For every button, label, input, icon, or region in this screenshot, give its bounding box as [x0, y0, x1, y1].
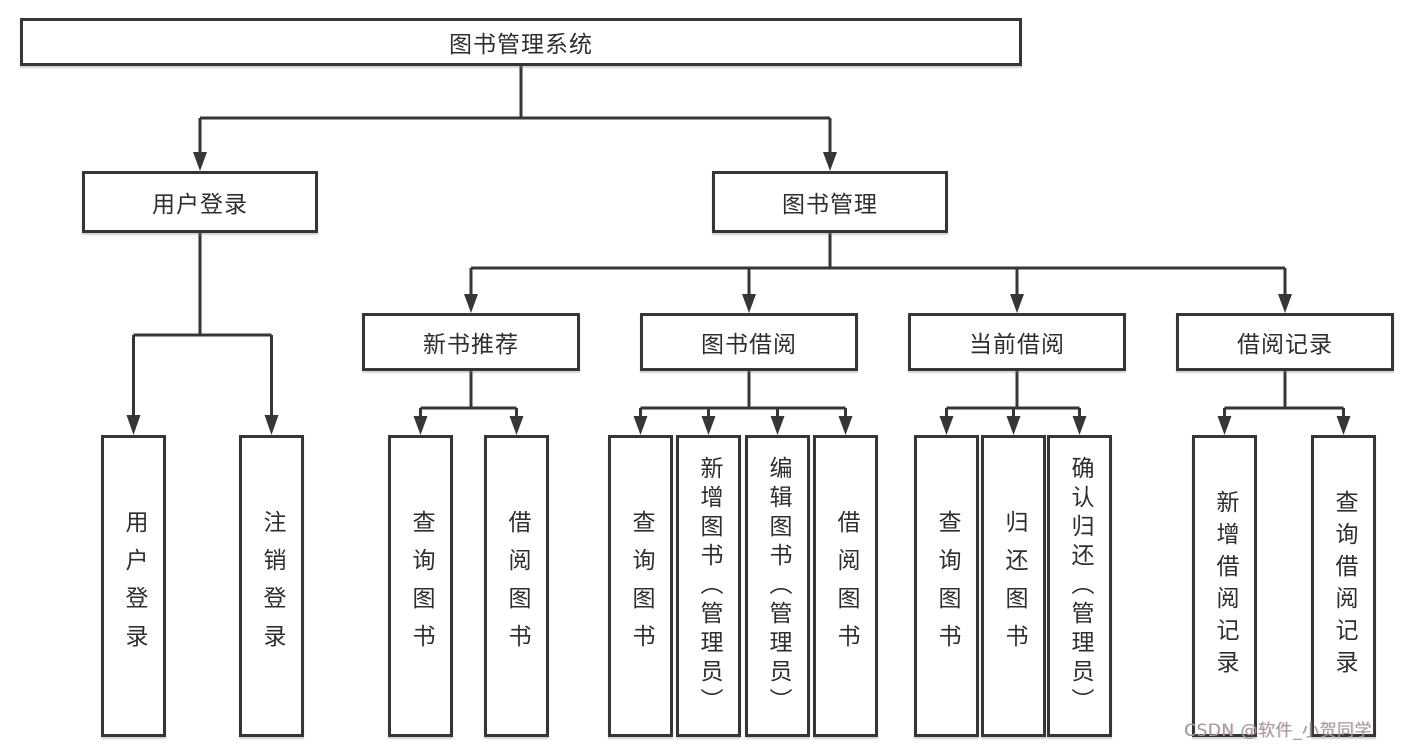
csdn-watermark: CSDN @软件_小贺同学 — [1184, 721, 1372, 741]
node-label: 新增图书（管理员） — [696, 455, 722, 717]
leaf-confirm-return-admin: 确认归还（管理员） — [1047, 435, 1112, 737]
node-label: 查询借阅记录 — [1331, 490, 1357, 682]
node-label: 归还图书 — [1001, 510, 1027, 662]
node-system-root: 图书管理系统 — [20, 18, 1022, 66]
leaf-user-login: 用户登录 — [101, 435, 166, 737]
node-label: 当前借阅 — [969, 332, 1065, 358]
leaf-query-borrow-record: 查询借阅记录 — [1311, 435, 1376, 737]
node-label: 图书借阅 — [701, 332, 797, 358]
node-label: 用户登录 — [121, 510, 147, 662]
node-borrow-records: 借阅记录 — [1176, 313, 1394, 371]
node-label: 注销登录 — [259, 510, 285, 662]
node-current-borrowing: 当前借阅 — [908, 313, 1126, 371]
node-label: 新书推荐 — [423, 332, 519, 358]
node-label: 借阅图书 — [833, 510, 859, 662]
node-user-login: 用户登录 — [82, 171, 318, 233]
node-book-management: 图书管理 — [712, 171, 948, 233]
node-label: 查询图书 — [934, 510, 960, 662]
leaf-query-books-recommend: 查询图书 — [388, 435, 453, 737]
leaf-edit-books-admin: 编辑图书（管理员） — [745, 435, 810, 737]
leaf-logout: 注销登录 — [239, 435, 304, 737]
leaf-borrow-books-recommend: 借阅图书 — [484, 435, 549, 737]
leaf-return-books: 归还图书 — [981, 435, 1046, 737]
node-label: 查询图书 — [408, 510, 434, 662]
node-book-borrowing: 图书借阅 — [640, 313, 858, 371]
node-label: 图书管理系统 — [449, 32, 593, 58]
leaf-borrow-books: 借阅图书 — [813, 435, 878, 737]
node-label: 编辑图书（管理员） — [765, 455, 791, 717]
node-label: 用户登录 — [152, 192, 248, 218]
leaf-add-books-admin: 新增图书（管理员） — [676, 435, 741, 737]
node-label: 借阅图书 — [504, 510, 530, 662]
node-label: 借阅记录 — [1237, 332, 1333, 358]
node-label: 确认归还（管理员） — [1067, 455, 1093, 717]
node-new-book-recommend: 新书推荐 — [362, 313, 580, 371]
leaf-query-books-current: 查询图书 — [914, 435, 979, 737]
leaf-query-books: 查询图书 — [608, 435, 673, 737]
node-label: 新增借阅记录 — [1212, 490, 1238, 682]
node-label: 图书管理 — [782, 192, 878, 218]
leaf-add-borrow-record: 新增借阅记录 — [1192, 435, 1257, 737]
node-label: 查询图书 — [628, 510, 654, 662]
